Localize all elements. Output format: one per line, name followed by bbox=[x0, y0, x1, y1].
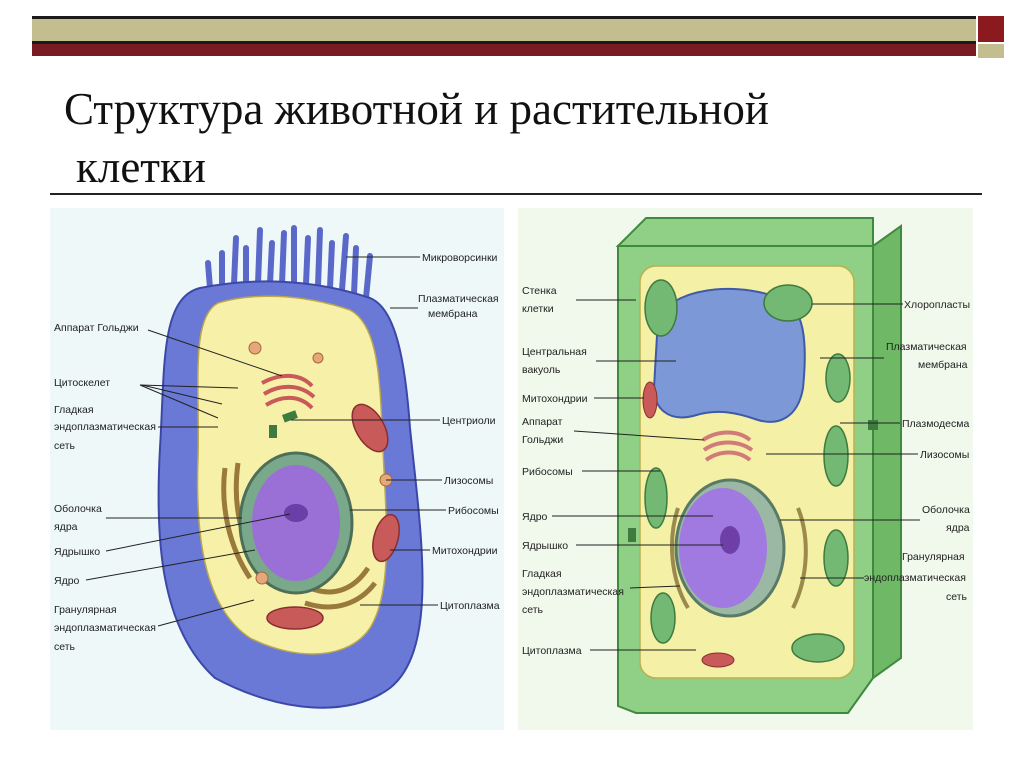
plant-rough-er bbox=[670, 507, 808, 610]
label-plasma-membrane-1: Плазматическая bbox=[418, 293, 499, 305]
label-plant-smooth-er-2: эндоплазматическая bbox=[522, 586, 624, 598]
label-plant-mitochondria: Митохондрии bbox=[522, 393, 588, 405]
slide-title-line1: Структура животной и растительной bbox=[64, 84, 770, 134]
animal-mitochondria bbox=[266, 403, 400, 630]
label-rough-er-1: Гранулярная bbox=[54, 604, 117, 616]
plant-golgi bbox=[701, 430, 754, 462]
label-lysosomes: Лизосомы bbox=[444, 475, 493, 487]
label-mitochondria: Митохондрии bbox=[432, 545, 498, 557]
label-plant-nuclear-envelope-2: ядра bbox=[946, 522, 970, 534]
label-golgi: Аппарат Гольджи bbox=[54, 322, 139, 334]
label-nucleus: Ядро bbox=[54, 575, 80, 587]
label-plant-nucleolus: Ядрышко bbox=[522, 540, 568, 552]
label-plant-golgi-1: Аппарат bbox=[522, 416, 563, 428]
label-ribosomes: Рибосомы bbox=[448, 505, 499, 517]
slide-title: Структура животной и растительной клетки bbox=[64, 80, 984, 196]
plant-nucleolus bbox=[720, 526, 740, 554]
plant-cell-wall-side bbox=[872, 224, 902, 680]
label-plant-smooth-er-3: сеть bbox=[522, 604, 544, 616]
label-chloroplasts: Хлоропласты bbox=[904, 299, 970, 311]
label-cell-wall-1: Стенка bbox=[522, 285, 557, 297]
plant-cell-panel: Стенка клетки Центральная вакуоль Митохо… bbox=[518, 208, 973, 730]
label-nucleolus: Ядрышко bbox=[54, 546, 100, 558]
label-plant-plasma-membrane-2: мембрана bbox=[918, 359, 968, 371]
label-plant-rough-er-3: сеть bbox=[946, 591, 968, 603]
corner-square-red bbox=[978, 16, 1004, 42]
microvilli bbox=[205, 225, 373, 301]
label-smooth-er-1: Гладкая bbox=[54, 404, 94, 416]
title-bar-red bbox=[32, 44, 976, 56]
corner-square-tan bbox=[978, 44, 1004, 58]
animal-centrioles bbox=[269, 410, 298, 438]
label-plant-nucleus: Ядро bbox=[522, 511, 548, 523]
label-plant-nuclear-envelope-1: Оболочка bbox=[922, 504, 970, 516]
animal-nucleolus bbox=[284, 504, 308, 522]
label-microvilli: Микроворсинки bbox=[422, 252, 498, 264]
plant-label-lines bbox=[552, 299, 920, 651]
plant-plasmodesmata bbox=[628, 420, 878, 542]
label-plant-lysosomes: Лизосомы bbox=[920, 449, 969, 461]
animal-golgi bbox=[261, 373, 316, 410]
slide-title-line2: клетки bbox=[76, 142, 206, 192]
label-vacuole-1: Центральная bbox=[522, 346, 587, 358]
label-plant-smooth-er-1: Гладкая bbox=[522, 568, 562, 580]
label-nuclear-envelope-2: ядра bbox=[54, 521, 78, 533]
animal-cell-diagram: Микроворсинки Плазматическая мембрана Це… bbox=[54, 225, 500, 709]
label-cell-wall-2: клетки bbox=[522, 303, 554, 315]
label-plant-cytoplasm: Цитоплазма bbox=[522, 645, 582, 657]
label-rough-er-3: сеть bbox=[54, 641, 76, 653]
label-smooth-er-2: эндоплазматическая bbox=[54, 421, 156, 433]
label-nuclear-envelope-1: Оболочка bbox=[54, 503, 102, 515]
animal-cell-panel: Микроворсинки Плазматическая мембрана Це… bbox=[50, 208, 504, 730]
label-cytoplasm: Цитоплазма bbox=[440, 600, 500, 612]
label-vacuole-2: вакуоль bbox=[522, 364, 561, 376]
label-centrioles: Центриоли bbox=[442, 415, 496, 427]
label-smooth-er-3: сеть bbox=[54, 440, 76, 452]
plant-cell-diagram: Стенка клетки Центральная вакуоль Митохо… bbox=[522, 217, 970, 714]
label-plant-rough-er-2: эндоплазматическая bbox=[864, 572, 966, 584]
title-underline bbox=[50, 193, 982, 195]
label-plant-ribosomes: Рибосомы bbox=[522, 466, 573, 478]
plant-mitochondria bbox=[642, 381, 735, 668]
animal-label-lines bbox=[85, 256, 446, 627]
label-rough-er-2: эндоплазматическая bbox=[54, 622, 156, 634]
label-plant-plasma-membrane-1: Плазматическая bbox=[886, 341, 967, 353]
plant-vacuole bbox=[652, 287, 806, 423]
plant-chloroplasts bbox=[644, 279, 851, 663]
animal-nucleus bbox=[252, 465, 340, 581]
label-plant-rough-er-1: Гранулярная bbox=[902, 551, 965, 563]
label-plant-golgi-2: Гольджи bbox=[522, 434, 563, 446]
label-cytoskeleton: Цитоскелет bbox=[54, 377, 110, 389]
label-plasma-membrane-2: мембрана bbox=[428, 308, 478, 320]
title-bar-tan bbox=[32, 16, 976, 44]
label-plasmodesma: Плазмодесма bbox=[902, 418, 969, 430]
